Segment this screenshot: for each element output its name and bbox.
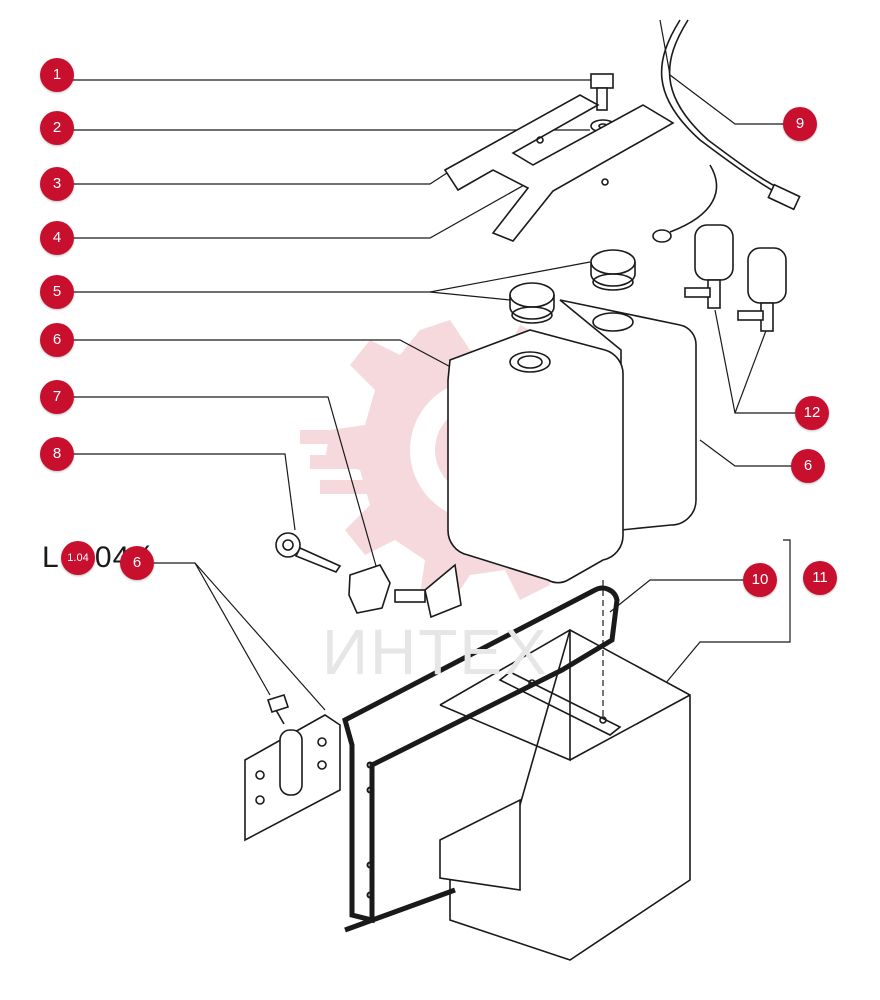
callout-10[interactable]: 10 xyxy=(743,563,777,597)
callout-reference-1-04[interactable]: 1.04 xyxy=(61,541,95,575)
key-and-lock-part xyxy=(275,532,462,619)
callout-3[interactable]: 3 xyxy=(40,167,74,201)
callout-7[interactable]: 7 xyxy=(40,380,74,414)
wire-harness-part xyxy=(652,19,801,243)
callout-12[interactable]: 12 xyxy=(795,396,829,430)
reservoir-caps-part xyxy=(509,249,636,324)
mounting-plate-part xyxy=(443,94,675,242)
bracket-box-part xyxy=(439,628,691,961)
leader-lines xyxy=(57,19,812,711)
washer-pumps-part xyxy=(684,224,787,332)
callout-6-reservoir[interactable]: 6 xyxy=(40,323,74,357)
watermark-text: ИНТЕХ xyxy=(322,616,549,688)
callout-4[interactable]: 4 xyxy=(40,221,74,255)
callout-9[interactable]: 9 xyxy=(783,107,817,141)
callout-11[interactable]: 11 xyxy=(803,561,837,595)
washer-reservoirs-part xyxy=(447,299,697,584)
callout-1[interactable]: 1 xyxy=(40,58,74,92)
hinge-part xyxy=(244,694,341,842)
callout-6-right[interactable]: 6 xyxy=(791,449,825,483)
callout-2[interactable]: 2 xyxy=(40,111,74,145)
callout-6-hinge[interactable]: 6 xyxy=(120,546,154,580)
callout-8[interactable]: 8 xyxy=(40,437,74,471)
callout-5[interactable]: 5 xyxy=(40,275,74,309)
gasket-frame-part xyxy=(342,585,620,933)
